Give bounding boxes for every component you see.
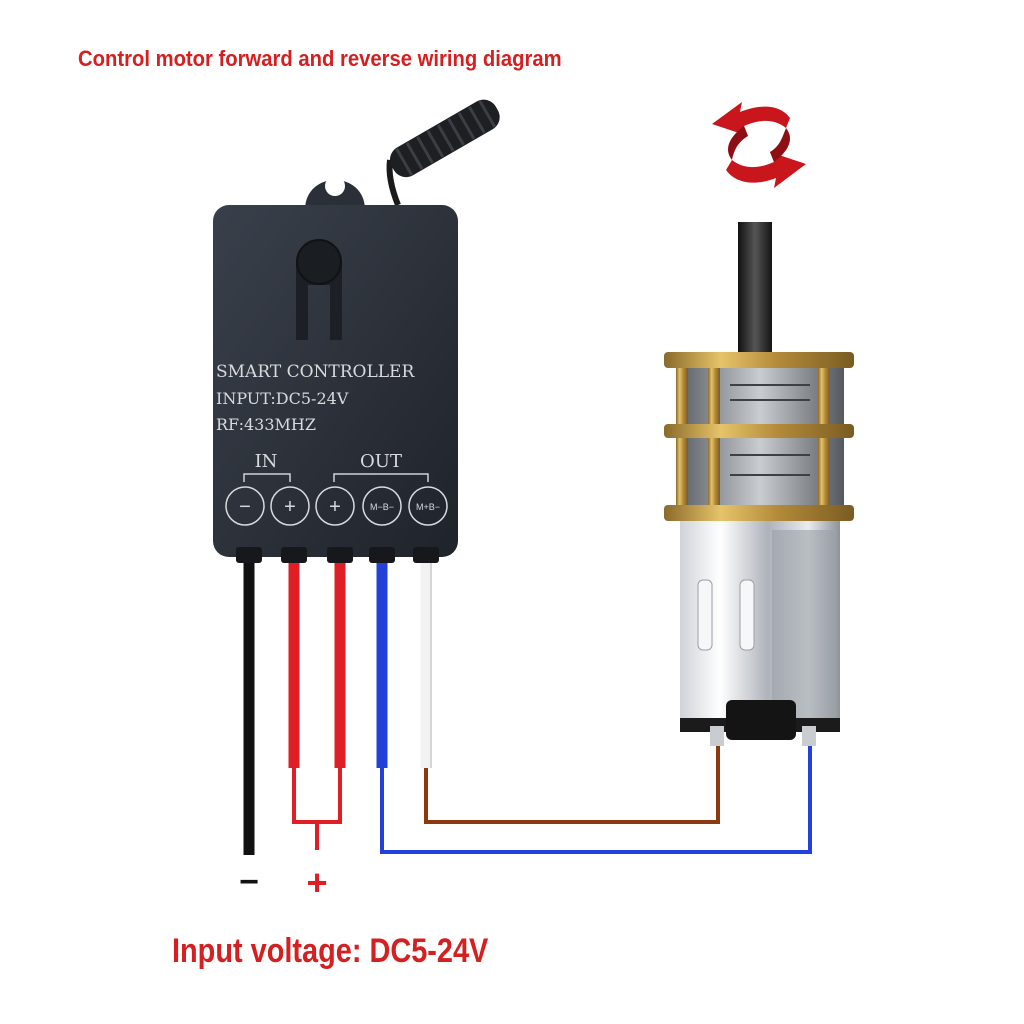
brown-wire [424,745,720,824]
terminal-out-mb [362,486,402,526]
antenna [386,99,500,207]
terminal-in-positive [270,486,310,526]
terminal-label-2: + [284,496,296,518]
negative-sign: − [239,863,259,901]
terminal-label-1: − [239,496,251,518]
terminal-in-negative [225,486,265,526]
terminal-label-3: + [329,496,341,518]
motor-shaft [738,222,772,352]
controller-label-2: INPUT:DC5-24V [216,389,349,408]
terminal-label-4: M−B− [370,502,394,512]
mounting-loop [305,176,365,210]
in-label: IN [255,451,278,472]
gear-motor [664,222,854,746]
terminal-label-5: M+B− [416,502,440,512]
smart-controller: SMART CONTROLLER INPUT:DC5-24V RF:433MHZ… [213,205,458,563]
controller-label-1: SMART CONTROLLER [216,362,415,382]
red-jumper [292,768,342,824]
schematic-lines [292,745,812,854]
blue-wire [380,745,812,854]
rotation-arrows-icon [712,102,806,188]
positive-sign: + [306,862,327,903]
pairing-button[interactable] [296,239,342,340]
terminal-out-mpb [408,486,448,526]
out-label: OUT [360,451,402,472]
controller-label-3: RF:433MHZ [216,415,316,434]
diagram-title: Control motor forward and reverse wiring… [78,46,562,71]
input-voltage-label: Input voltage: DC5-24V [172,932,489,970]
gearbox [664,352,854,521]
terminals [225,486,448,526]
terminal-out-positive [315,486,355,526]
controller-wires [243,560,432,855]
motor-can [680,521,840,746]
